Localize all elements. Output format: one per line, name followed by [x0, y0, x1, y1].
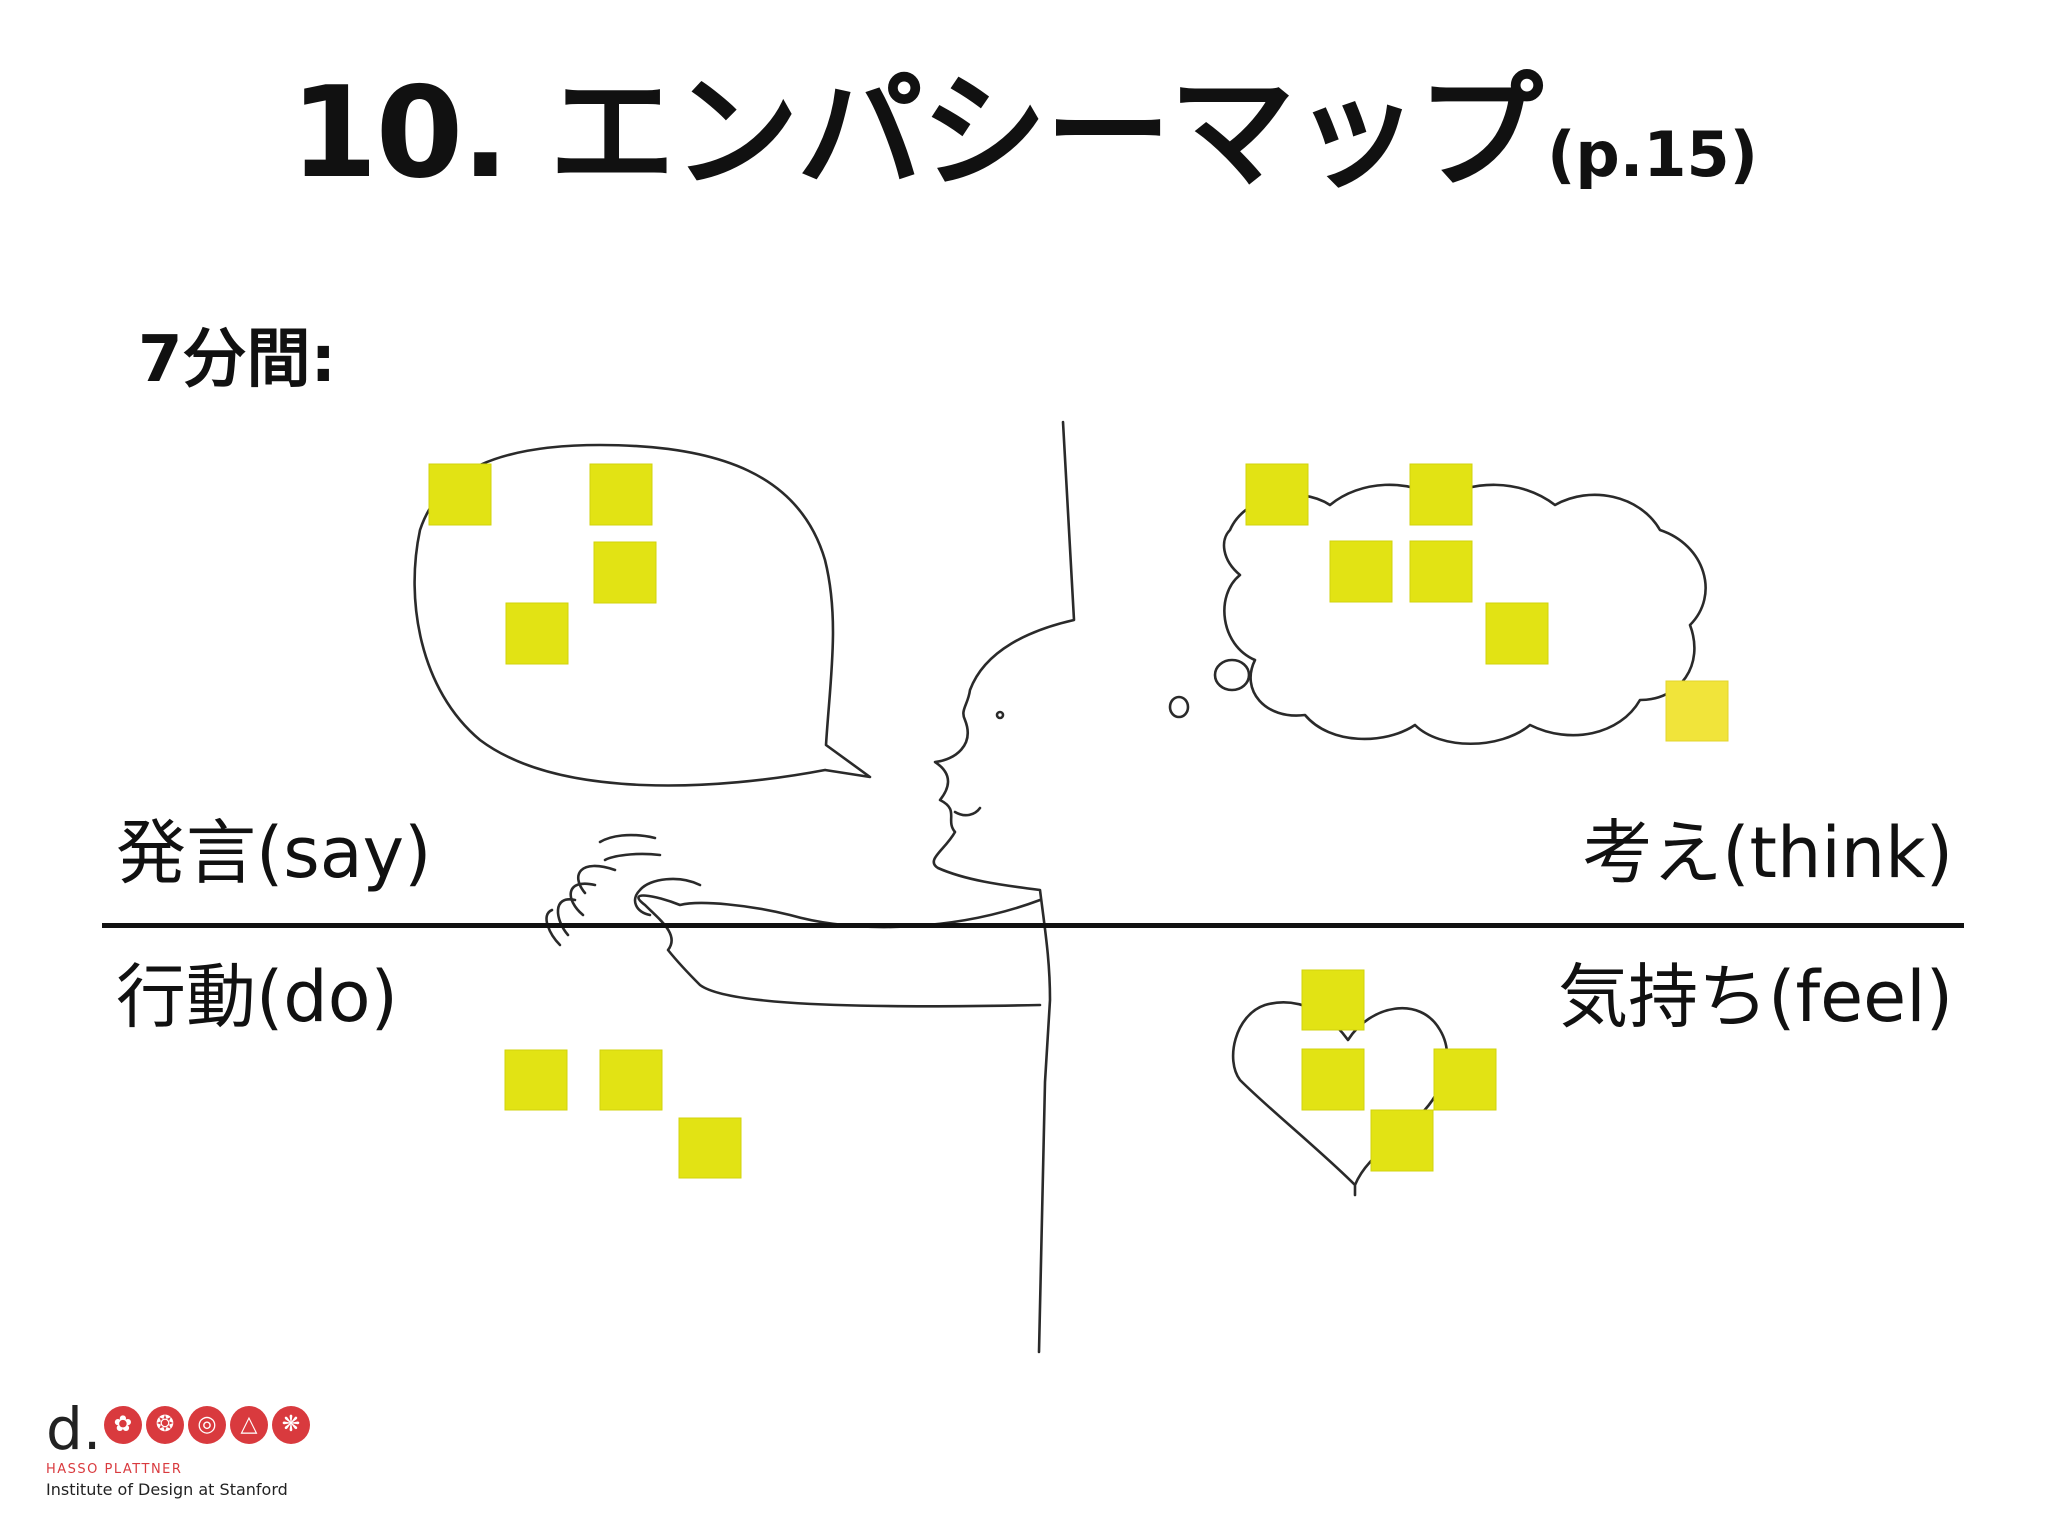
- dots-circle-icon: ❂: [146, 1406, 184, 1444]
- quadrant-label-do: 行動(do): [116, 956, 398, 1038]
- sticky-note: [589, 463, 653, 526]
- time-limit: 7分間:: [138, 323, 337, 397]
- sticky-note: [504, 1049, 568, 1111]
- flower-icon: ✿: [104, 1406, 142, 1444]
- logo-line-2: Institute of Design at Stanford: [46, 1480, 288, 1499]
- motion-line-2: [569, 882, 597, 917]
- target-icon: ◎: [188, 1406, 226, 1444]
- sticky-note: [678, 1117, 742, 1179]
- person-arm: [637, 894, 1042, 1008]
- quadrant-label-say: 発言(say): [116, 812, 432, 894]
- motion-line-5: [598, 833, 657, 844]
- sticky-note: [1665, 680, 1729, 742]
- sticky-note: [1409, 463, 1473, 526]
- quadrant-label-think: 考え(think): [1582, 812, 1953, 894]
- sticky-note: [1245, 463, 1309, 526]
- motion-line-3: [556, 898, 577, 937]
- logo-prefix: d.: [46, 1395, 102, 1463]
- sticky-note: [1301, 969, 1365, 1031]
- title-page-ref: (p.15): [1547, 118, 1758, 191]
- sticky-note: [599, 1049, 663, 1111]
- thought-bubble-small: [1168, 695, 1190, 719]
- sticky-note: [428, 463, 492, 526]
- logo-icons: ✿ ❂ ◎ △ ❋: [104, 1406, 310, 1444]
- motion-line-1: [577, 864, 617, 895]
- triangle-icon: △: [230, 1406, 268, 1444]
- title-main: 10. エンパシーマップ: [290, 59, 1543, 206]
- person-mouth: [953, 806, 982, 817]
- quadrant-label-feel: 気持ち(feel): [1558, 956, 1953, 1038]
- sticky-note: [593, 541, 657, 604]
- motion-line-6: [603, 852, 662, 862]
- sticky-note: [1329, 540, 1393, 603]
- sticky-note: [1301, 1048, 1365, 1111]
- sticky-note: [1433, 1048, 1497, 1111]
- logo-line-1: HASSO PLATTNER: [46, 1462, 183, 1477]
- person-hand: [633, 877, 702, 917]
- snowflake-icon: ❋: [272, 1406, 310, 1444]
- slide-title: 10. エンパシーマップ(p.15): [0, 70, 2048, 196]
- sticky-note: [1409, 540, 1473, 603]
- horizontal-divider: [102, 923, 1964, 928]
- sticky-note: [1370, 1109, 1434, 1172]
- sticky-note: [505, 602, 569, 665]
- thought-bubble-large: [1213, 658, 1251, 692]
- person-eye: [995, 710, 1005, 720]
- dschool-logo: d. ✿ ❂ ◎ △ ❋ HASSO PLATTNER Institute of…: [46, 1400, 406, 1510]
- sticky-note: [1485, 602, 1549, 665]
- person-outline: [932, 420, 1076, 1354]
